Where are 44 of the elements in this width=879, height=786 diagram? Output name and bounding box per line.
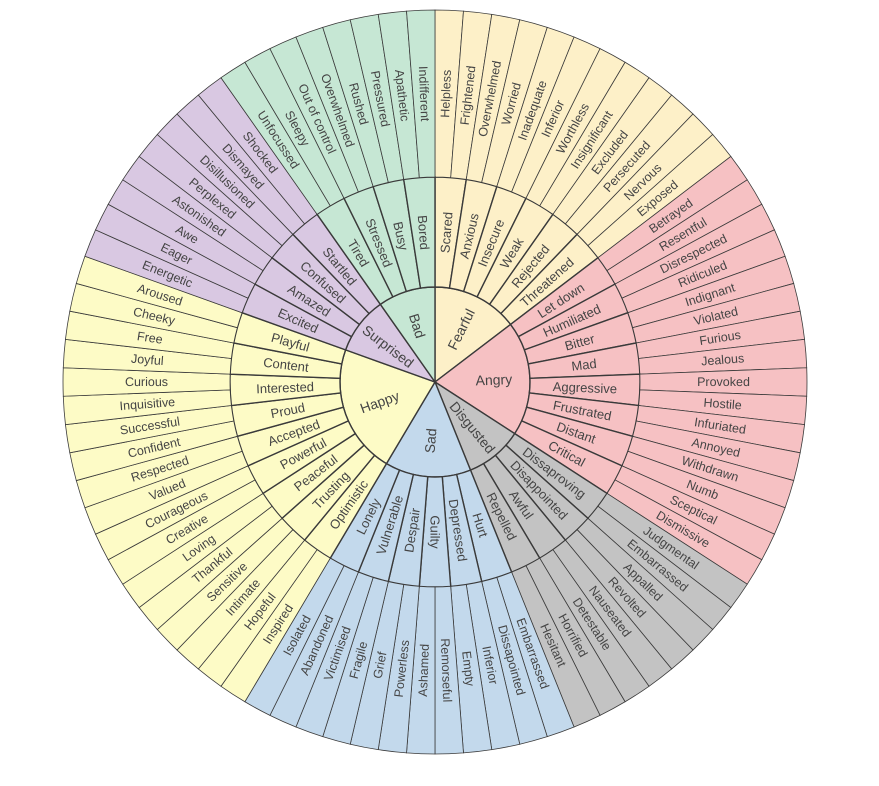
wheel-segment (639, 367, 808, 397)
emotion-label: Curious (124, 375, 168, 389)
emotion-label: Jealous (700, 351, 745, 369)
emotion-label: Frightened (458, 64, 478, 126)
emotion-label: Happy (358, 388, 402, 416)
emotion-label: Hostile (703, 396, 742, 413)
emotion-label: Bored (414, 214, 432, 250)
emotion-label: Apathetic (392, 68, 412, 122)
emotion-label: Helpless (438, 70, 454, 118)
emotion-label: Inferior (479, 644, 500, 686)
emotion-label: Aggressive (552, 379, 618, 396)
emotion-label: Inquisitive (119, 394, 176, 414)
emotion-label: Pressured (368, 69, 392, 128)
emotion-label: Busy (390, 220, 412, 252)
wheel-segment (62, 367, 231, 397)
emotion-label: Joyful (130, 352, 164, 368)
emotion-label: Depressed (446, 498, 470, 562)
emotion-label: Indifferent (416, 66, 432, 122)
emotion-label: Sad (422, 428, 440, 454)
emotion-label: Playful (270, 330, 312, 355)
emotion-label: Despair (401, 506, 423, 554)
emotion-label: Violated (692, 304, 740, 328)
emotion-label: Mad (570, 356, 598, 374)
emotion-label: Powerless (392, 639, 412, 698)
emotion-label: Provoked (697, 375, 750, 389)
emotion-label: Interested (256, 379, 314, 396)
emotion-label: Bitter (563, 331, 596, 354)
emotion-label: Ashamed (416, 644, 432, 697)
emotion-label: Remorseful (438, 638, 454, 702)
emotion-label: Annoyed (690, 435, 742, 460)
emotion-label: Guilty (428, 515, 442, 549)
emotion-label: Empty (459, 650, 478, 687)
emotion-label: Fragile (346, 640, 370, 680)
emotion-label: Content (262, 354, 310, 375)
emotion-label: Anxious (456, 212, 482, 260)
emotion-label: Infuriated (693, 415, 747, 437)
emotion-label: Grief (370, 650, 390, 680)
emotion-label: Proud (269, 400, 306, 422)
emotion-label: Hurt (469, 511, 492, 539)
emotion-label: Furious (698, 328, 742, 348)
emotion-label: Cheeky (132, 304, 176, 328)
emotion-label: Scared (437, 211, 456, 254)
emotion-label: Angry (475, 371, 512, 388)
emotion-label: Free (136, 329, 164, 347)
